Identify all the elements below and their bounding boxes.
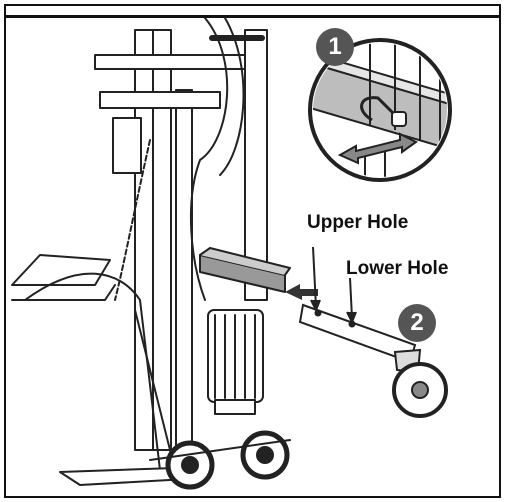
upper-hole-label: Upper Hole (307, 212, 409, 233)
lower-hole-label: Lower Hole (346, 258, 449, 279)
step-badge-2: 2 (398, 304, 436, 342)
upright-post (244, 29, 268, 301)
double-arrow (337, 132, 418, 165)
top-crossbar (94, 54, 246, 70)
step-badge-1: 1 (316, 28, 354, 66)
work-table (11, 254, 111, 286)
side-plate (112, 117, 142, 174)
lock-pin (360, 96, 400, 122)
header-rule (4, 15, 501, 18)
insert-arrow (285, 284, 318, 300)
splitter-ram (175, 89, 193, 451)
handle-frame (24, 272, 161, 471)
